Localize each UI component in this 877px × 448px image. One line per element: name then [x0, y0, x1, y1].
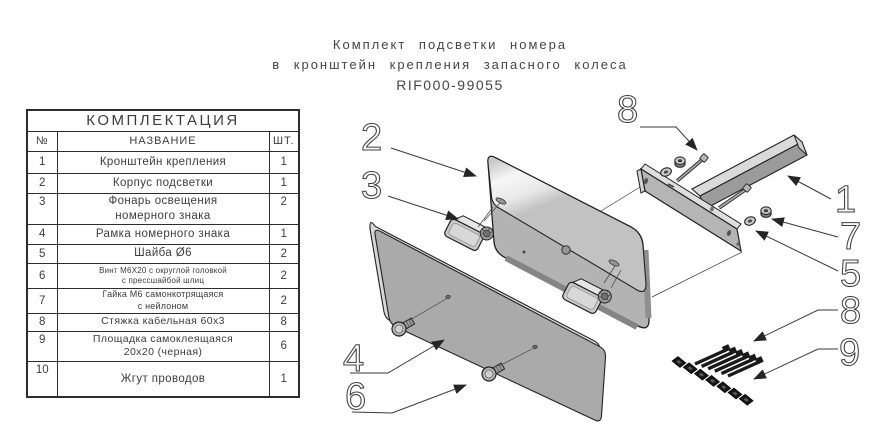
cable-tie-top — [717, 183, 752, 210]
callout-2: 2 — [361, 117, 382, 159]
table-row: 6 Винт М6Х20 с округлой головкой с пресс… — [26, 262, 300, 289]
table-row: 3 Фонарь освещения номерного знака 2 — [26, 192, 300, 225]
col-header-num: № — [26, 130, 58, 152]
housing-slot — [495, 197, 507, 205]
housing-hole — [561, 245, 571, 255]
exploded-view-diagram: 2 3 8 1 7 5 4 6 8 9 — [342, 88, 862, 422]
washer — [742, 214, 758, 228]
leader-line — [755, 230, 839, 272]
cable-ties — [693, 342, 766, 378]
housing-slot — [608, 259, 620, 267]
parts-table: КОМПЛЕКТАЦИЯ № НАЗВАНИЕ ШТ. 1 Кронштейн … — [26, 109, 301, 398]
callout-7: 7 — [840, 216, 861, 258]
leader-line — [387, 195, 459, 221]
cable-tie-top — [675, 153, 709, 183]
table-row: 2 Корпус подсветки 1 — [26, 172, 300, 194]
table-row: 10 Жгут проводов 1 — [26, 360, 300, 398]
plate-hole — [643, 178, 649, 184]
part-number: RIF000-99055 — [396, 77, 504, 93]
callout-1: 1 — [835, 179, 856, 221]
nut — [760, 206, 772, 218]
page-title: Комплект подсветки номера в кронштейн кр… — [195, 35, 705, 95]
table-row: 8 Стяжка кабельная 60х3 8 — [26, 312, 300, 332]
leader-line — [753, 348, 838, 380]
bracket-tube — [691, 134, 808, 210]
leader-line — [753, 309, 838, 342]
bracket-plate — [636, 163, 742, 253]
table-row: 4 Рамка номерного знака 1 — [26, 223, 300, 245]
alignment-line — [600, 183, 646, 212]
col-header-name: НАЗВАНИЕ — [56, 130, 270, 152]
table-row: 1 Кронштейн крепления 1 — [26, 150, 300, 174]
plate-hole — [726, 230, 732, 236]
plate-frame — [369, 222, 607, 422]
leader-line — [640, 126, 698, 151]
table-row: 7 Гайка М6 самонкотрящаяся с нейлоном 2 — [26, 287, 300, 314]
table-title: КОМПЛЕКТАЦИЯ — [26, 109, 300, 132]
leader-line — [390, 147, 477, 177]
frame-hole — [532, 344, 538, 350]
callout-9: 9 — [839, 332, 860, 374]
leader-line — [787, 175, 832, 200]
callout-8-bottom: 8 — [840, 290, 861, 332]
leader-line — [350, 339, 445, 374]
leader-line — [771, 217, 839, 238]
plate-hole — [709, 206, 715, 212]
callout-6: 6 — [345, 376, 366, 418]
alignment-line — [651, 251, 743, 298]
table-row: 5 Шайба Ø6 2 — [26, 243, 300, 264]
table-header-row: № НАЗВАНИЕ ШТ. — [26, 130, 300, 152]
title-line-1: Комплект подсветки номера — [332, 37, 568, 52]
frame-hole — [445, 294, 451, 300]
lamp-housing — [487, 155, 652, 330]
table-title-row: КОМПЛЕКТАЦИЯ — [26, 109, 300, 132]
callout-3: 3 — [361, 165, 382, 207]
callout-5: 5 — [840, 253, 861, 295]
callout-8-top: 8 — [617, 89, 638, 131]
nut — [674, 156, 686, 168]
callout-4: 4 — [343, 338, 364, 380]
col-header-qty: ШТ. — [268, 130, 300, 152]
leader-line — [351, 384, 467, 414]
title-line-2: в кронштейн крепления запасного колеса — [272, 57, 628, 72]
table-row: 9 Площадка самоклеящаяся 20х20 (черная) … — [26, 330, 300, 362]
